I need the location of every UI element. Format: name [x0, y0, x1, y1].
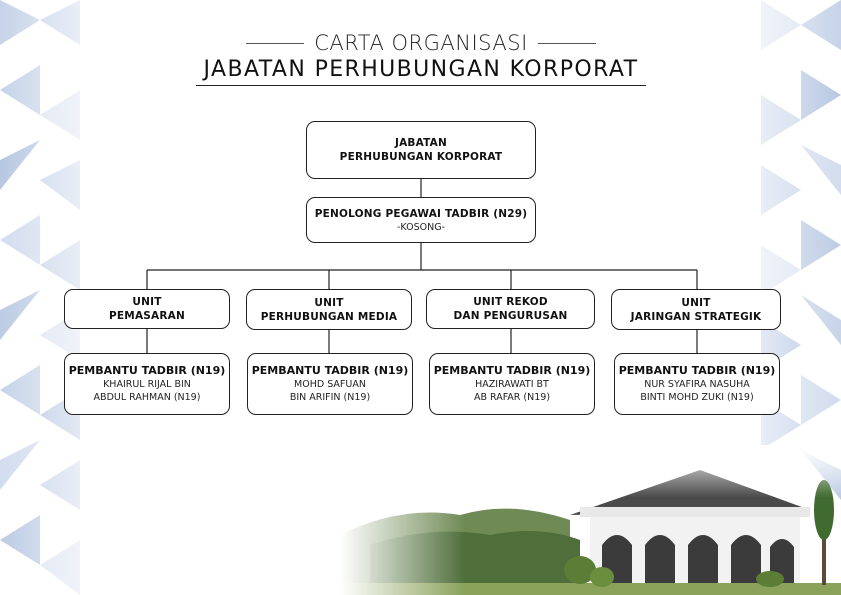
staff-title: PEMBANTU TADBIR (N19): [251, 364, 409, 377]
unit-box: UNIT PERHUBUNGAN MEDIA: [246, 289, 412, 330]
title-rule-right: [537, 42, 596, 44]
campus-building-photo: [340, 445, 841, 595]
staff-title: PEMBANTU TADBIR (N19): [433, 364, 591, 377]
staff-name-line1: KHAIRUL RIJAL BIN: [103, 379, 191, 390]
unit-box: UNIT PEMASARAN: [64, 289, 230, 329]
unit-box: UNIT REKOD DAN PENGURUSAN: [426, 289, 595, 329]
assistant-title: PENOLONG PEGAWAI TADBIR (N29): [314, 207, 528, 220]
staff-box: PEMBANTU TADBIR (N19) MOHD SAFUAN BIN AR…: [247, 353, 413, 415]
staff-title: PEMBANTU TADBIR (N19): [68, 364, 226, 377]
unit-line2: PERHUBUNGAN MEDIA: [260, 310, 398, 323]
root-line2: PERHUBUNGAN KORPORAT: [339, 151, 503, 163]
assistant-status: -KOSONG-: [396, 221, 446, 233]
assistant-box: PENOLONG PEGAWAI TADBIR (N29) -KOSONG-: [306, 197, 536, 243]
title-main-text: JABATAN PERHUBUNGAN KORPORAT: [196, 56, 646, 86]
staff-box: PEMBANTU TADBIR (N19) HAZIRAWATI BT AB R…: [429, 353, 595, 415]
staff-name-line2: AB RAFAR (N19): [473, 392, 551, 403]
staff-name-line1: MOHD SAFUAN: [294, 379, 366, 390]
unit-line1: UNIT: [314, 296, 344, 309]
staff-title: PEMBANTU TADBIR (N19): [618, 364, 776, 377]
staff-name-line2: ABDUL RAHMAN (N19): [93, 392, 201, 403]
chart-title: CARTA ORGANISASI JABATAN PERHUBUNGAN KOR…: [196, 30, 646, 86]
unit-line2: PEMASARAN: [109, 310, 185, 322]
unit-line1: UNIT REKOD: [473, 296, 548, 308]
unit-line1: UNIT: [681, 296, 711, 309]
staff-name-line2: BIN ARIFIN (N19): [289, 392, 371, 403]
title-rule-left: [246, 42, 305, 44]
title-top-row: CARTA ORGANISASI: [196, 30, 646, 56]
staff-box: PEMBANTU TADBIR (N19) NUR SYAFIRA NASUHA…: [614, 353, 780, 415]
unit-line1: UNIT: [132, 296, 162, 308]
staff-name-line1: NUR SYAFIRA NASUHA: [644, 379, 750, 390]
unit-box: UNIT JARINGAN STRATEGIK: [611, 289, 781, 330]
staff-box: PEMBANTU TADBIR (N19) KHAIRUL RIJAL BIN …: [64, 353, 230, 415]
unit-line2: DAN PENGURUSAN: [453, 310, 568, 322]
staff-name-line1: HAZIRAWATI BT: [475, 379, 549, 390]
title-top-text: CARTA ORGANISASI: [314, 31, 528, 55]
root-line1: JABATAN: [394, 137, 447, 149]
unit-line2: JARINGAN STRATEGIK: [630, 310, 762, 323]
root-box: JABATAN PERHUBUNGAN KORPORAT: [306, 121, 536, 179]
staff-name-line2: BINTI MOHD ZUKI (N19): [640, 392, 754, 403]
